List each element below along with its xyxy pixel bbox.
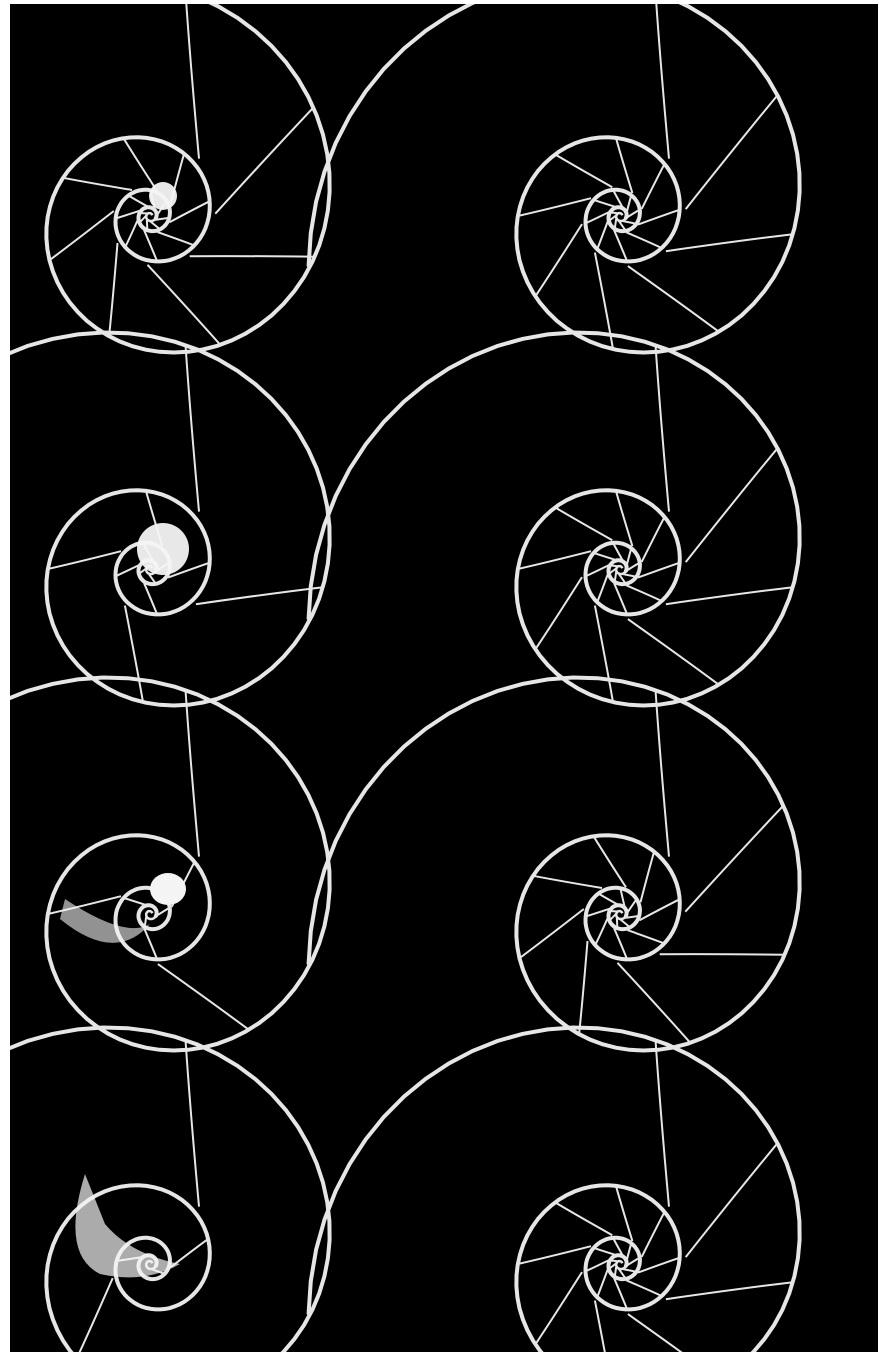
septum [190, 256, 315, 257]
septum [660, 954, 785, 955]
figure-frame [10, 4, 878, 1352]
core-blob [149, 182, 177, 210]
septum [147, 220, 148, 231]
septum [617, 918, 618, 929]
core-blob [150, 873, 186, 905]
core-blob [137, 523, 189, 575]
nautilus-grid [10, 4, 878, 1352]
